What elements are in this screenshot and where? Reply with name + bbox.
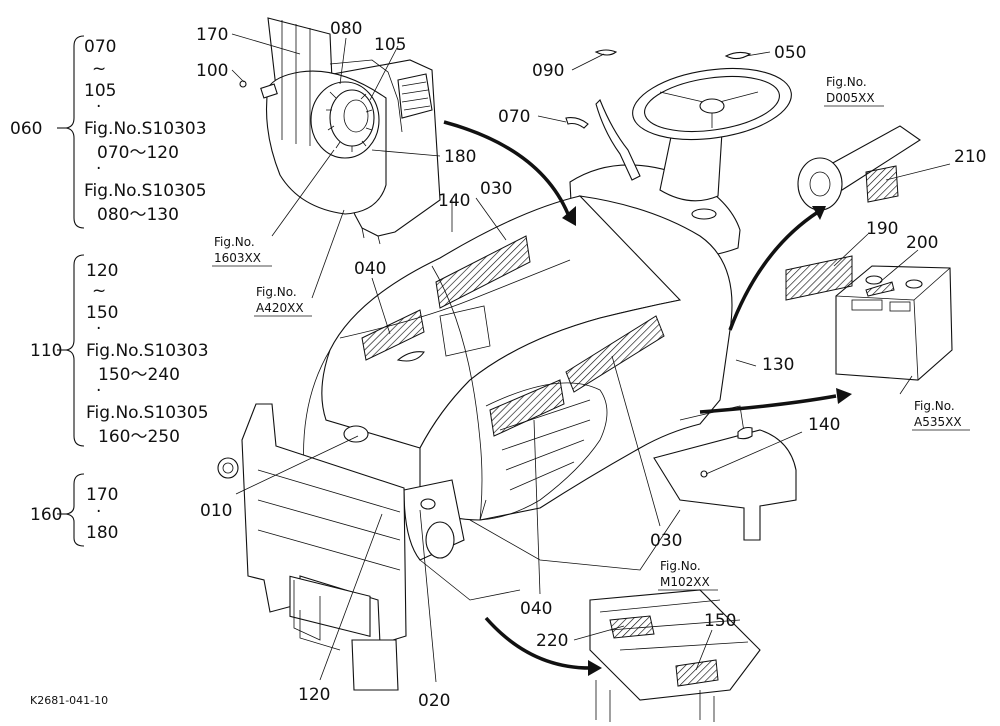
callout-080: 080 xyxy=(330,19,362,39)
callout-105: 105 xyxy=(374,35,406,55)
group-line: · xyxy=(96,159,101,179)
svg-text:Fig.No.: Fig.No. xyxy=(214,235,255,249)
fig-ref-d005xx[interactable]: Fig.No. D005XX xyxy=(824,75,884,107)
callout-190: 190 xyxy=(866,219,898,239)
svg-text:Fig.No.: Fig.No. xyxy=(914,399,955,413)
group-110: 110 120 ~ 150 · Fig.No.S10303 150～240 · … xyxy=(30,254,209,447)
svg-text:A535XX: A535XX xyxy=(914,415,962,429)
group-line: 150～240 xyxy=(98,365,180,385)
group-legend: 060 070 ~ 105 · Fig.No.S10303 070～120 · … xyxy=(10,35,209,547)
callout-labels: 170 100 080 105 180 090 050 070 140 030 … xyxy=(196,19,986,711)
callout-130: 130 xyxy=(762,355,794,375)
frame-detail xyxy=(589,589,761,722)
callout-140-right: 140 xyxy=(808,415,840,435)
group-line: 180 xyxy=(86,523,118,543)
group-060: 060 070 ~ 105 · Fig.No.S10303 070～120 · … xyxy=(10,35,207,229)
callout-170: 170 xyxy=(196,25,228,45)
drawing-code: K2681-041-10 xyxy=(30,694,108,707)
callout-030-bottom: 030 xyxy=(650,531,682,551)
callout-040-top: 040 xyxy=(354,259,386,279)
fig-ref-1603xx[interactable]: Fig.No. 1603XX xyxy=(212,235,272,267)
leader-lines xyxy=(231,33,951,683)
callout-020: 020 xyxy=(418,691,450,711)
svg-text:D005XX: D005XX xyxy=(826,91,875,105)
svg-text:Fig.No.: Fig.No. xyxy=(660,559,701,573)
group-line: 170 xyxy=(86,485,118,505)
group-line: 070～120 xyxy=(97,143,179,163)
group-code: 160 xyxy=(30,505,62,525)
callout-090: 090 xyxy=(532,61,564,81)
axle-assembly xyxy=(797,125,921,211)
group-line: ~ xyxy=(92,281,106,301)
svg-text:A420XX: A420XX xyxy=(256,301,304,315)
fig-ref-a535xx[interactable]: Fig.No. A535XX xyxy=(912,399,970,431)
callout-100: 100 xyxy=(196,61,228,81)
group-160: 160 170 · 180 xyxy=(30,473,118,547)
group-line: · xyxy=(96,97,101,117)
group-line: 070 xyxy=(84,37,116,57)
fig-ref-a420xx[interactable]: Fig.No. A420XX xyxy=(254,285,312,317)
callout-030-top: 030 xyxy=(480,179,512,199)
callout-180: 180 xyxy=(444,147,476,167)
callout-200: 200 xyxy=(906,233,938,253)
group-line: 160～250 xyxy=(98,427,180,447)
group-line: ~ xyxy=(92,59,106,79)
svg-text:M102XX: M102XX xyxy=(660,575,710,589)
svg-text:1603XX: 1603XX xyxy=(214,251,261,265)
hood-assembly xyxy=(303,195,733,561)
callout-040-bottom: 040 xyxy=(520,599,552,619)
callout-140-top: 140 xyxy=(438,191,470,211)
callout-070: 070 xyxy=(498,107,530,127)
callout-050: 050 xyxy=(774,43,806,63)
callout-220: 220 xyxy=(536,631,568,651)
group-line: 150 xyxy=(86,303,118,323)
callout-210: 210 xyxy=(954,147,986,167)
callout-150: 150 xyxy=(704,611,736,631)
callout-120: 120 xyxy=(298,685,330,705)
group-line: 120 xyxy=(86,261,118,281)
fig-ref-m102xx[interactable]: Fig.No. M102XX xyxy=(658,559,718,591)
group-line: Fig.No.S10305 xyxy=(84,181,207,201)
group-code: 110 xyxy=(30,341,62,361)
group-line: Fig.No.S10303 xyxy=(86,341,209,361)
group-line: · xyxy=(96,319,101,339)
group-line: 080～130 xyxy=(97,205,179,225)
frame-right xyxy=(419,405,797,601)
group-line: · xyxy=(96,502,101,522)
radiator-fan-assembly xyxy=(239,17,441,245)
group-line: Fig.No.S10303 xyxy=(84,119,207,139)
group-line: · xyxy=(96,381,101,401)
front-grille-bumper xyxy=(217,403,407,691)
battery xyxy=(785,255,953,381)
group-code: 060 xyxy=(10,119,42,139)
detail-arrows xyxy=(443,120,852,676)
svg-text:Fig.No.: Fig.No. xyxy=(826,75,867,89)
svg-text:Fig.No.: Fig.No. xyxy=(256,285,297,299)
group-line: Fig.No.S10305 xyxy=(86,403,209,423)
callout-010: 010 xyxy=(200,501,232,521)
figure-references: Fig.No. 1603XX Fig.No. A420XX Fig.No. D0… xyxy=(212,75,970,591)
group-line: 105 xyxy=(84,81,116,101)
